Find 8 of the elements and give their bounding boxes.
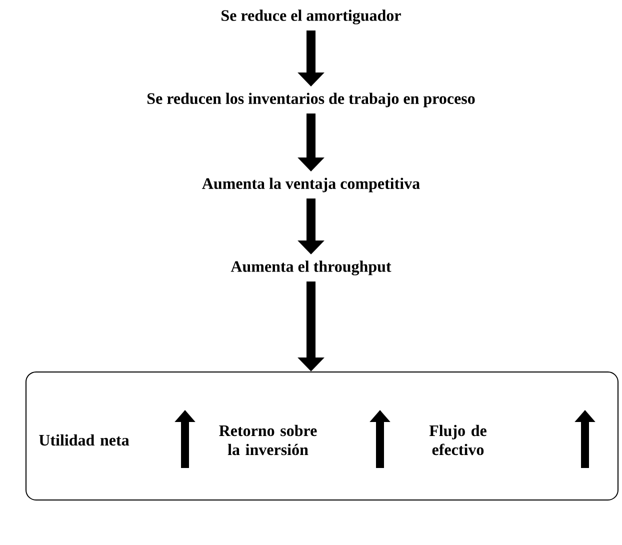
result-box <box>26 371 618 500</box>
step-text: Se reducen los inventarios de trabajo en proceso <box>147 92 475 108</box>
step-text: Flujo de efectivo <box>429 424 486 456</box>
step-text: Aumenta la ventaja competitiva <box>202 178 420 192</box>
step-text: Se reduce el amortiguador <box>222 10 401 24</box>
step-text: Aumenta el throughput <box>230 260 392 276</box>
step-text: Utilidad neta <box>39 434 130 446</box>
step-text: Retorno sobre la inversión <box>219 424 317 456</box>
